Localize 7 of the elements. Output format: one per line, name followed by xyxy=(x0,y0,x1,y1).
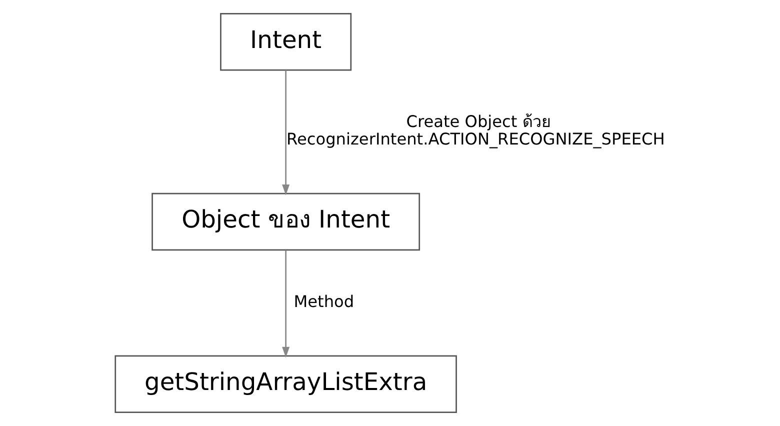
arrow xyxy=(282,250,290,358)
node-box: Object ของ Intent xyxy=(151,192,420,251)
node-box: getStringArrayListExtra xyxy=(114,355,456,413)
edge-label: Method xyxy=(293,292,354,312)
node-box: Intent xyxy=(220,13,352,71)
edge-label: Create Object ด้วย RecognizerIntent.ACTION_RECOGNIZE_SPEECH xyxy=(286,112,664,149)
arrow xyxy=(282,70,290,196)
